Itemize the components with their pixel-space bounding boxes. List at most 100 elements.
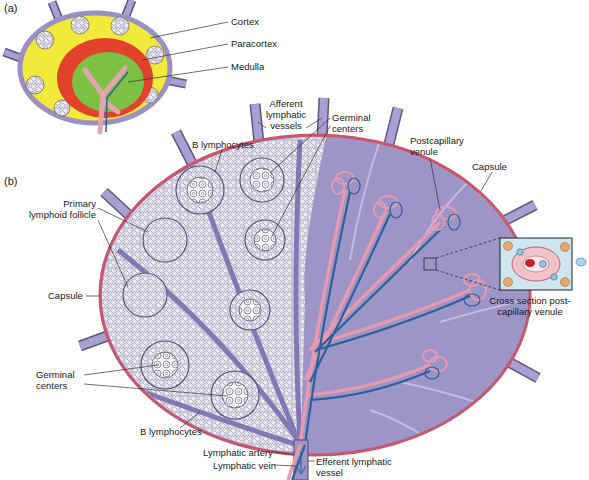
tissue-cell	[561, 278, 570, 287]
germinal-center	[222, 382, 248, 408]
leader-line	[215, 150, 222, 172]
venule-loop	[390, 202, 402, 218]
venule-loop	[374, 202, 386, 218]
venule-loop	[432, 214, 444, 230]
lymphocyte	[517, 249, 523, 255]
leader-line	[308, 461, 315, 462]
part-label: Efferent lymphatic vessel	[316, 456, 416, 478]
septum	[350, 140, 525, 440]
part-label: Germinal centers	[36, 369, 86, 391]
germinal-center	[250, 168, 274, 192]
part-label: Paracortex	[231, 38, 301, 49]
leader-line	[84, 365, 158, 375]
tissue-cell	[504, 242, 513, 251]
lymphatic-vein	[292, 445, 305, 480]
part-label: Lymphatic artery	[203, 447, 283, 458]
leader-line	[274, 465, 296, 466]
follicle	[71, 16, 89, 34]
leader-line	[306, 118, 322, 128]
tissue-cell	[561, 243, 570, 252]
tissue-cell	[504, 278, 513, 287]
vessel-outline	[507, 361, 538, 378]
panel-letter: (a)	[4, 3, 34, 14]
germinal-center	[187, 177, 213, 203]
follicle	[176, 166, 224, 214]
leader-line	[142, 44, 228, 60]
vessel-lumen	[80, 335, 110, 346]
venule-loop	[448, 214, 460, 230]
venule-loop	[348, 178, 360, 194]
migrating-lymphocyte	[576, 258, 586, 266]
follicle	[245, 220, 285, 260]
part-label: Medulla	[231, 61, 301, 72]
leader-line	[481, 172, 492, 191]
vessel-outline	[176, 132, 194, 167]
venule-loop	[464, 294, 480, 306]
leader-line	[86, 296, 100, 297]
artery-branch	[300, 190, 470, 445]
part-label: Cross section post-capillary venule	[480, 295, 580, 317]
leader-line	[180, 412, 200, 428]
leader-line	[128, 67, 228, 82]
follicles	[123, 158, 285, 419]
follicle	[26, 76, 44, 94]
hilum-vein	[106, 72, 128, 132]
venule-loop	[429, 357, 447, 371]
vessel-lumen	[507, 361, 538, 378]
part-label: B lymphocytes	[140, 426, 220, 437]
zoom-line	[436, 238, 500, 258]
follicle	[36, 31, 54, 49]
germinal-center	[239, 299, 261, 321]
zoom-box	[424, 258, 436, 270]
leader-line	[98, 220, 128, 287]
zoom-line	[436, 270, 500, 290]
venule-loop	[423, 350, 437, 362]
part-label: B lymphocytes	[192, 139, 272, 150]
leader-line	[274, 452, 294, 455]
leader-line	[84, 384, 228, 396]
leader-line	[98, 208, 148, 232]
follicle	[146, 46, 164, 64]
venule-lumen	[523, 256, 549, 272]
leader-lines	[84, 118, 492, 466]
hilum-vessel	[85, 68, 125, 132]
paracortex-region	[57, 38, 153, 118]
vessel-outline	[104, 192, 131, 217]
part-label: Capsule	[472, 161, 522, 172]
venule-loop	[464, 274, 480, 286]
vessel-lumen	[255, 104, 259, 143]
panel-letter: (b)	[4, 176, 34, 187]
part-label: Capsule	[48, 290, 88, 301]
trabecula	[118, 140, 300, 445]
follicle	[111, 17, 129, 35]
venule-loop	[425, 367, 439, 379]
vessel-lumen	[322, 98, 324, 138]
part-label: Lymphatic vein	[213, 460, 283, 471]
leader-line	[430, 158, 440, 210]
leader-line	[272, 126, 330, 236]
follicle	[141, 341, 189, 389]
vessel-outline	[502, 205, 535, 222]
cortex-cells	[90, 120, 525, 470]
part-label: Primary lymphoid follicle	[28, 198, 96, 220]
part-label: Germinal centers	[332, 112, 382, 134]
inset-frame	[500, 238, 572, 290]
vessel-lumen	[502, 205, 535, 222]
vessel-outline	[80, 335, 110, 346]
vessel-lumen	[176, 132, 194, 167]
leader-line	[258, 122, 266, 128]
vessel-lumen	[104, 192, 131, 217]
lymphocyte	[551, 274, 557, 280]
red-blood-cell	[525, 259, 535, 267]
lymphocyte-field	[90, 120, 330, 470]
primary-follicle	[123, 273, 167, 317]
primary-follicle	[143, 218, 187, 262]
vessel-outline	[388, 108, 398, 148]
leader-line	[150, 22, 228, 38]
venule-wall	[512, 247, 560, 281]
part-label: Afferent lymphatic vessels	[260, 98, 312, 131]
part-label: Postcapillary venule	[410, 135, 480, 157]
vessel-outline	[255, 104, 259, 143]
